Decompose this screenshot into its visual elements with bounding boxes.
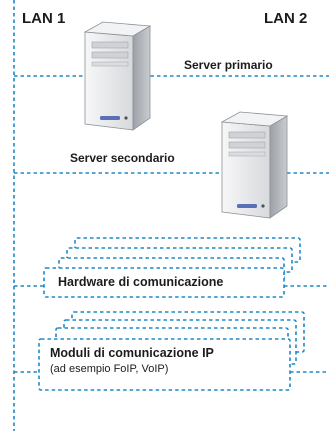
server-secondary-icon <box>220 111 289 219</box>
hardware-label: Hardware di comunicazione <box>58 275 224 289</box>
server-secondary-label: Server secondario <box>70 151 175 165</box>
hardware-box <box>43 267 285 298</box>
lan2-label: LAN 2 <box>264 10 308 27</box>
hardware-box-stack <box>43 237 301 298</box>
ip-modules-box <box>38 338 291 391</box>
server-primary-label: Server primario <box>184 58 273 72</box>
lan1-label: LAN 1 <box>22 10 66 27</box>
ip-modules-example-label: (ad esempio FoIP, VoIP) <box>50 363 169 375</box>
ip-modules-box-stack <box>38 311 305 391</box>
ip-modules-label: Moduli di comunicazione IP <box>50 346 214 360</box>
server-primary-icon <box>83 21 152 131</box>
